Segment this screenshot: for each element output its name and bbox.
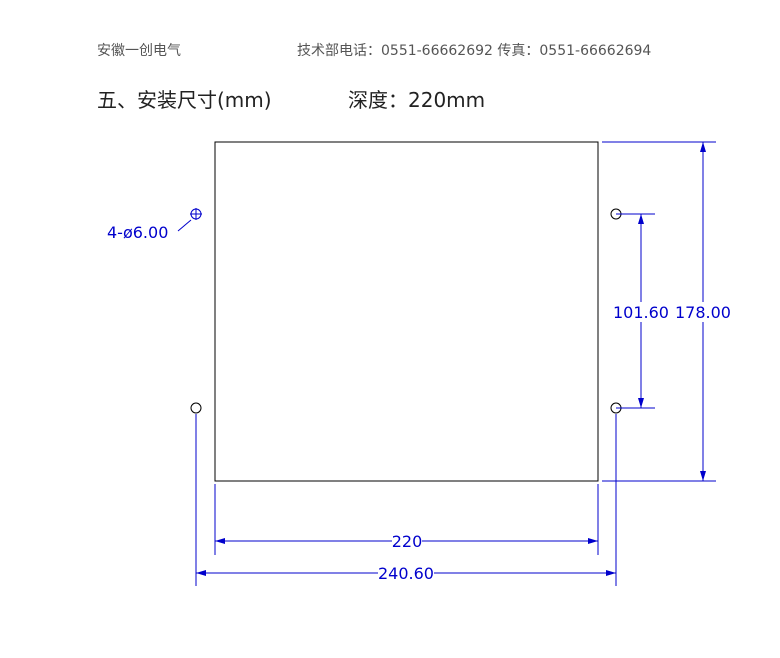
body-width-dimension — [214, 484, 599, 555]
mount-width-label: 240.60 — [378, 564, 434, 583]
mount-width-dimension — [195, 414, 617, 586]
depth-spec: 深度：220mm — [348, 88, 486, 112]
mounting-holes — [190, 208, 622, 414]
body-outline — [214, 141, 599, 482]
company-name: 安徽一创电气 — [97, 43, 181, 59]
holes-label: 4-ø6.00 — [107, 223, 168, 242]
body-width-label: 220 — [392, 532, 423, 551]
mounting-hole-top-left — [190, 208, 202, 220]
contact-info: 技术部电话：0551-66662692 传真：0551-66662694 — [297, 43, 652, 59]
hole-spacing-label: 101.60 — [613, 303, 669, 322]
hole-leader — [177, 219, 192, 232]
mounting-hole-bottom-left — [190, 402, 202, 414]
section-title: 五、安装尺寸(mm) — [97, 88, 272, 112]
hole-spacing-dimension — [616, 213, 655, 409]
height-dimension — [602, 141, 716, 482]
height-label: 178.00 — [675, 303, 731, 322]
